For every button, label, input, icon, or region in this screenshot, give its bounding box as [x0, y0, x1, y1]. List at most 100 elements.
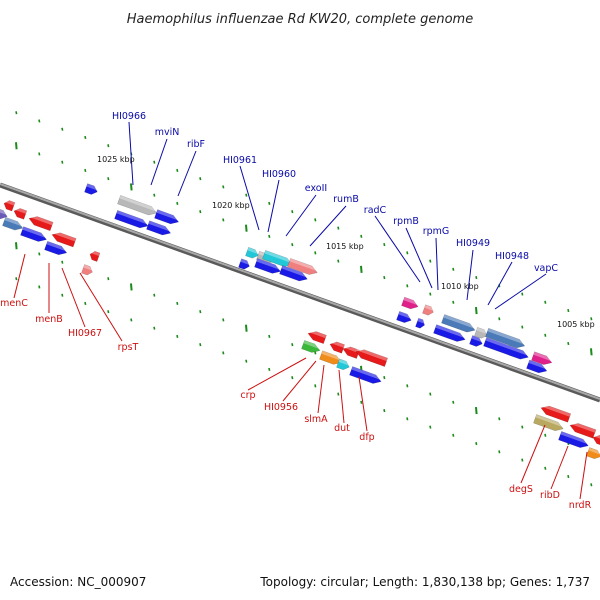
tick-mark [406, 384, 409, 388]
gene-label-HI0948[interactable]: HI0948 [495, 251, 529, 262]
tick-mark [61, 127, 64, 131]
gene-block-rumB-2-highlight [256, 258, 282, 271]
gene-block-HI0961-highlight [247, 247, 260, 255]
gene-block-HI0966-highlight [86, 183, 99, 191]
tick-mark [84, 168, 87, 173]
gene-label-HI0961[interactable]: HI0961 [223, 155, 257, 166]
gene-block-nrdR-r-shape [592, 434, 600, 447]
tick-mark [429, 259, 432, 263]
leader-mviN [150, 138, 168, 186]
gene-block-left-steel-highlight [4, 217, 25, 227]
gene-block-HI0949-blue [469, 335, 484, 347]
gene-label-menC[interactable]: menC [0, 298, 28, 309]
gene-block-radC-blue-highlight [398, 311, 413, 320]
tick-mark [360, 400, 363, 404]
gene-label-nrdR[interactable]: nrdR [569, 500, 592, 511]
tick-mark [314, 384, 317, 388]
gene-label-mviN[interactable]: mviN [155, 127, 180, 138]
gene-block-ribF-blue-highlight [148, 220, 173, 232]
gene-label-HI0966[interactable]: HI0966 [112, 111, 146, 122]
tick-mark [337, 259, 340, 263]
tick-mark [199, 343, 202, 347]
gene-block-HI0956-r [329, 340, 346, 354]
gene-label-crp[interactable]: crp [240, 390, 255, 401]
gene-block-HI0961-shape [245, 246, 259, 259]
tick-mark [475, 406, 478, 415]
gene-label-HI0956[interactable]: HI0956 [264, 402, 298, 413]
tick-mark [15, 277, 18, 281]
gene-label-radC[interactable]: radC [364, 205, 387, 216]
gene-features [0, 183, 600, 460]
gene-block-mviN-blue-highlight [116, 210, 150, 225]
gene-block-ribF-shape [154, 209, 180, 225]
gene-block-menC-r2 [13, 206, 28, 220]
leader-HI0967 [61, 267, 86, 328]
gene-label-ribF[interactable]: ribF [187, 139, 205, 150]
gene-block-rpsT-r-highlight [90, 250, 100, 257]
gene-label-dut[interactable]: dut [334, 423, 350, 434]
gene-label-ribD[interactable]: ribD [540, 490, 560, 501]
gene-label-menB[interactable]: menB [35, 314, 63, 325]
gene-block-HI0961 [245, 246, 260, 259]
tick-mark [38, 285, 41, 289]
label-leader-lines [13, 121, 588, 500]
tick-mark [452, 300, 455, 304]
gene-block-rpmB-shape [422, 304, 434, 316]
leader-HI0960 [267, 179, 280, 233]
gene-label-rpsT[interactable]: rpsT [118, 342, 139, 353]
tick-mark [590, 348, 593, 356]
gene-label-HI0949[interactable]: HI0949 [456, 238, 490, 249]
gene-label-exoII[interactable]: exoII [305, 183, 327, 194]
gene-block-ribD-r [569, 421, 597, 439]
tick-mark [383, 243, 386, 247]
gene-block-ribD-blue-shape [558, 431, 589, 448]
leader-HI0949 [466, 249, 474, 301]
tick-mark [383, 409, 386, 413]
tick-mark [176, 168, 179, 172]
gene-block-HI0948 [485, 327, 527, 349]
tick-mark [521, 458, 524, 462]
gene-label-degS[interactable]: degS [509, 484, 533, 495]
gene-block-rpsT-r-shape [89, 250, 101, 262]
gene-block-rpmG-blue-highlight [435, 324, 467, 339]
tick-mark [176, 334, 179, 338]
gene-block-rpmG-highlight [443, 314, 477, 329]
tick-mark [383, 376, 386, 380]
tick-mark [107, 144, 110, 148]
gene-block-left-blue2-highlight [46, 241, 69, 252]
tick-mark [590, 483, 593, 487]
gene-block-ribF-blue [146, 220, 173, 236]
gene-block-degS-r-highlight [541, 403, 571, 417]
gene-block-ribF-blue-shape [146, 220, 172, 236]
gene-label-dfp[interactable]: dfp [359, 432, 374, 443]
gene-block-mviN-grey [117, 195, 159, 216]
tick-mark [544, 333, 547, 337]
gene-label-slmA[interactable]: slmA [304, 414, 328, 425]
gene-block-left-steel-shape [2, 216, 24, 231]
tick-mark [452, 433, 455, 437]
tick-mark [38, 252, 41, 256]
tick-mark [475, 306, 478, 315]
gene-label-HI0967[interactable]: HI0967 [68, 328, 102, 339]
tick-mark [521, 292, 524, 296]
gene-block-rpmG-shape [441, 314, 476, 333]
tick-mark [521, 325, 524, 329]
tick-mark [291, 343, 294, 347]
leader-rumB [309, 205, 347, 247]
gene-block-vapC-blue [526, 359, 549, 374]
gene-block-rpmB-blue-shape [415, 317, 425, 329]
gene-label-rumB[interactable]: rumB [333, 194, 359, 205]
tick-mark [590, 317, 593, 321]
gene-label-rpmB[interactable]: rpmB [393, 216, 419, 227]
gene-block-nrdR-orange [586, 447, 600, 460]
gene-block-rpmG-blue [433, 324, 467, 342]
tick-mark [130, 183, 133, 191]
gene-block-ribD-blue-highlight [560, 431, 590, 445]
gene-block-rumB-3-highlight [281, 265, 309, 278]
gene-label-HI0960[interactable]: HI0960 [262, 169, 296, 180]
gene-label-rpmG[interactable]: rpmG [423, 226, 450, 237]
tick-mark [544, 300, 547, 304]
tick-mark [291, 210, 294, 214]
gene-label-vapC[interactable]: vapC [534, 263, 558, 274]
gene-block-HI0956-orange [319, 350, 344, 365]
